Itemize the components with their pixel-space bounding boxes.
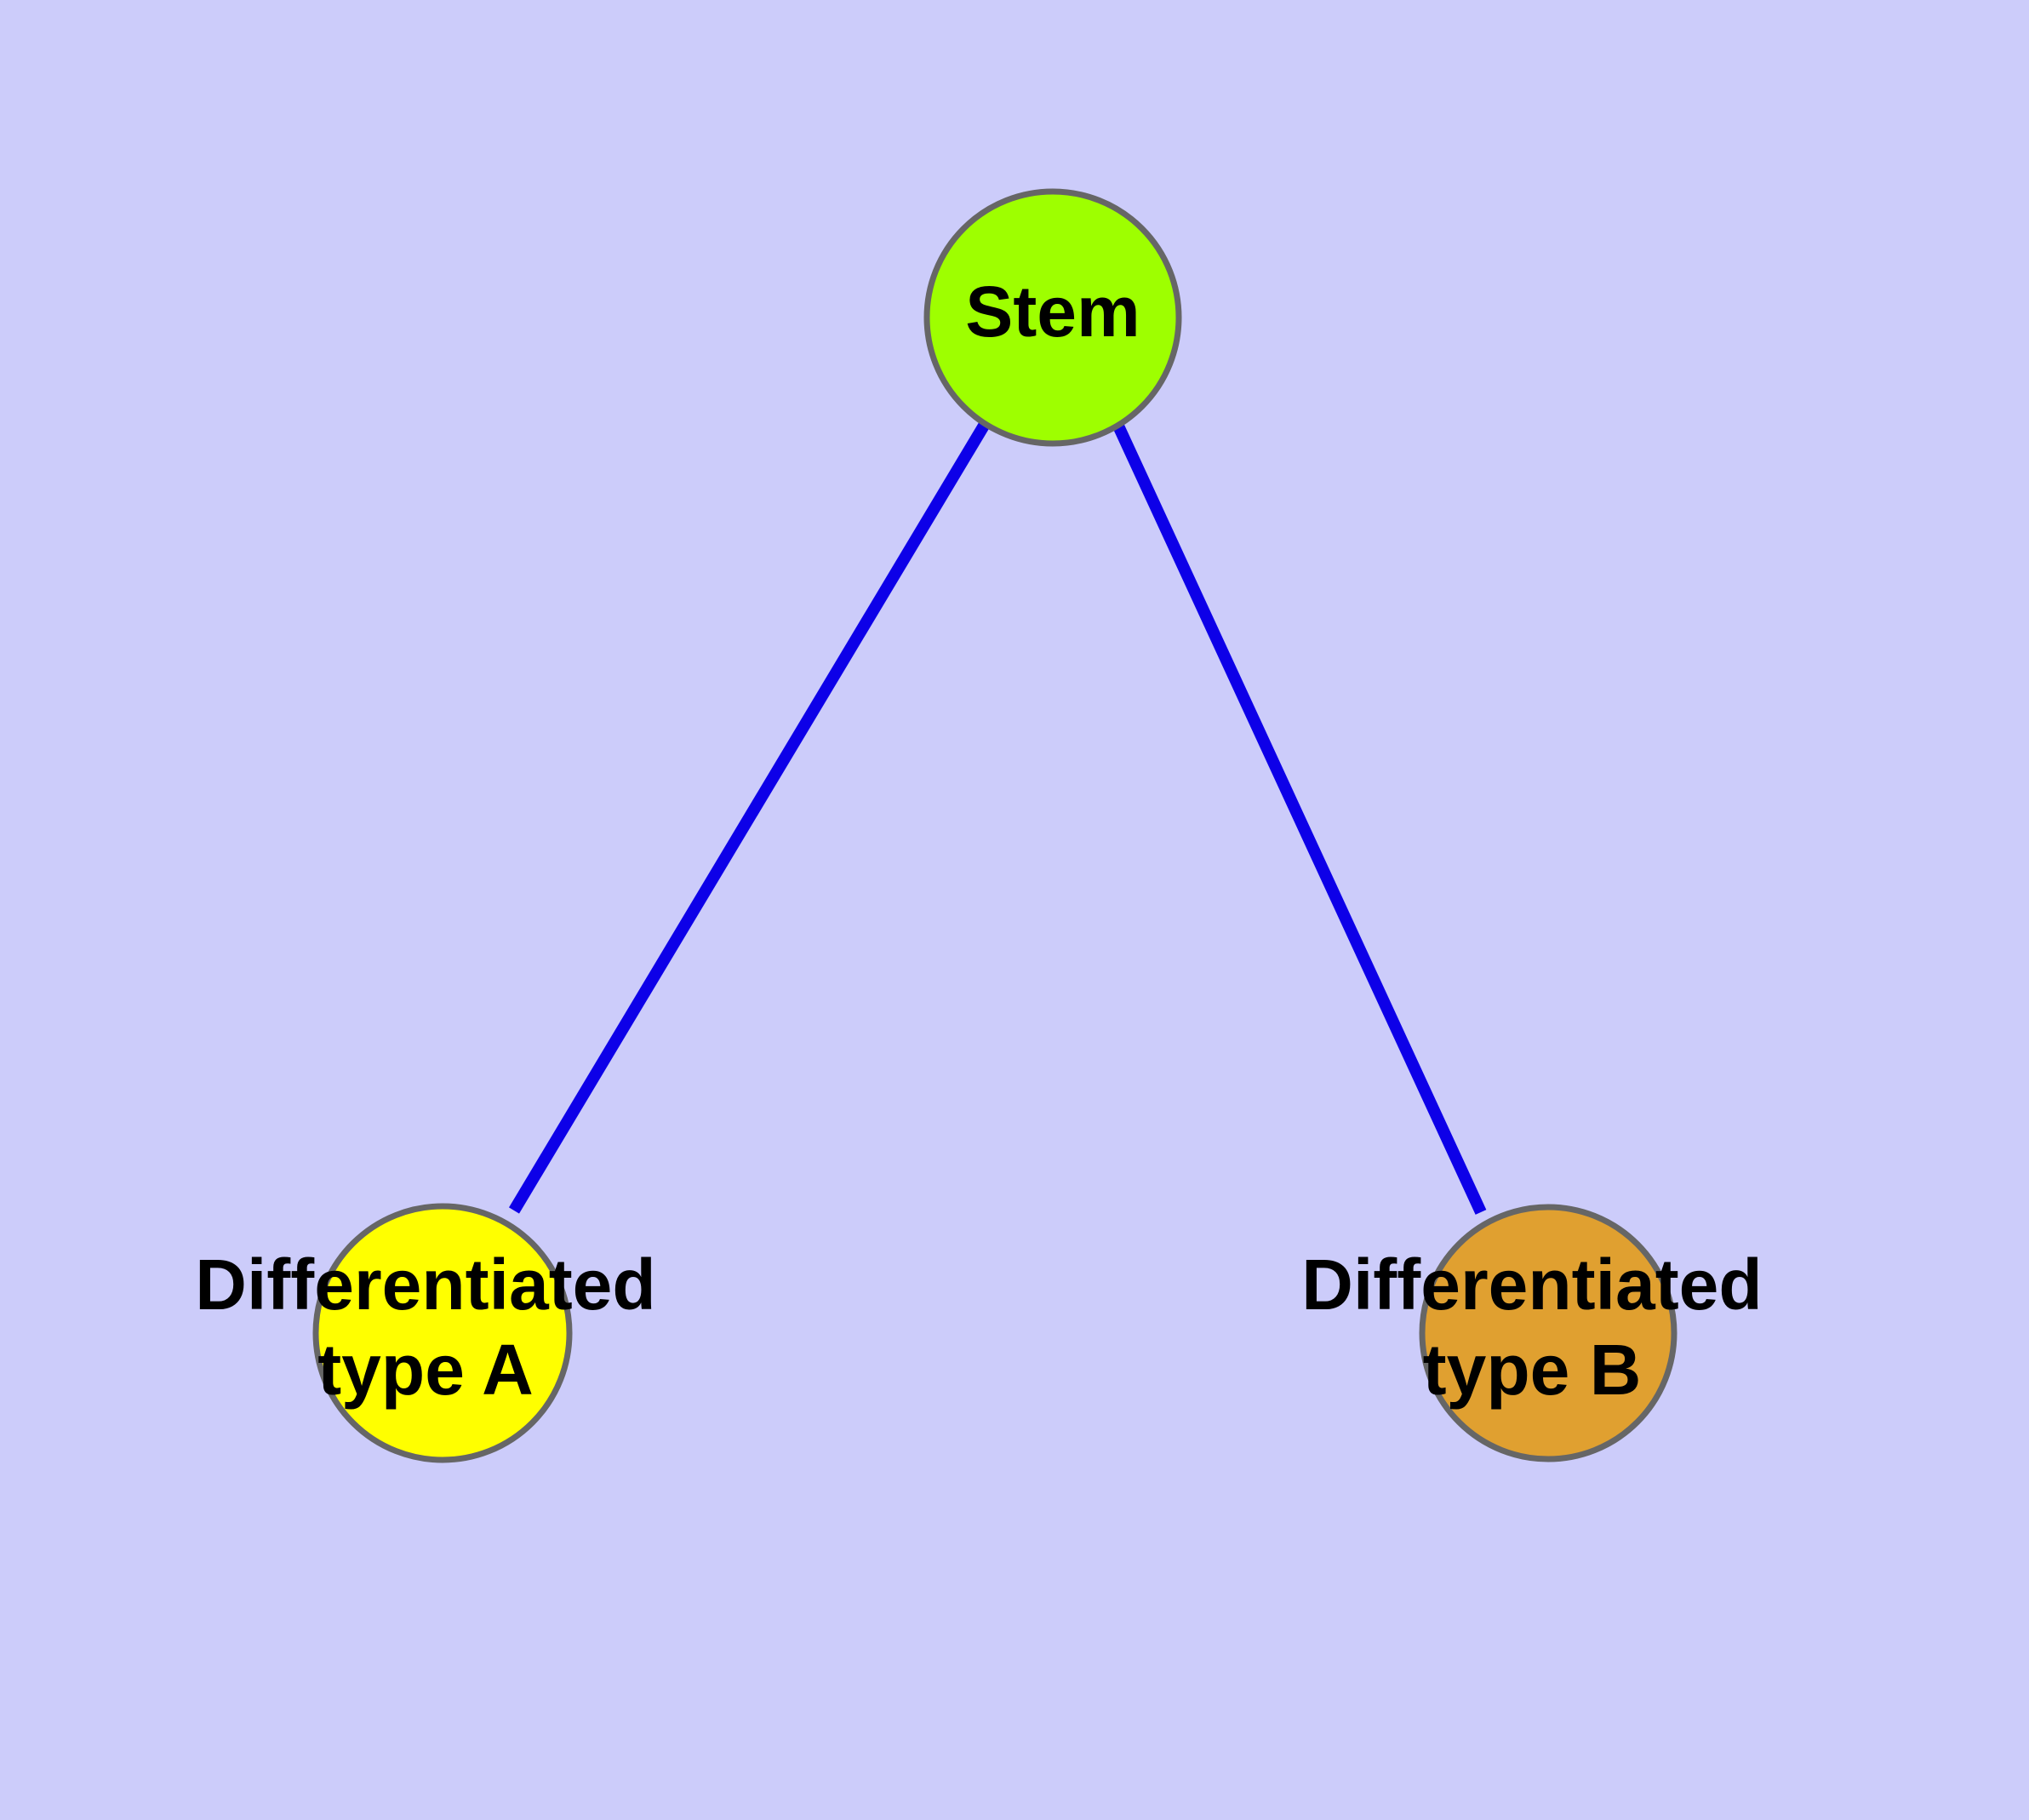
nodes-group xyxy=(312,188,1677,1463)
node-label-line: Differentiated xyxy=(1301,1245,1762,1325)
node-label-line: Differentiated xyxy=(195,1245,655,1325)
node-circle-stem[interactable] xyxy=(923,188,1182,447)
node-label-line: Stem xyxy=(965,272,1140,352)
node-circle-differentiated-type-a[interactable] xyxy=(312,1203,573,1463)
node-label-line: type B xyxy=(1423,1330,1642,1410)
node-circle-differentiated-type-b[interactable] xyxy=(1419,1204,1677,1462)
edge-stem-to-differentiated-type-a[interactable] xyxy=(508,422,990,1214)
edge-stem-to-differentiated-type-b[interactable] xyxy=(1111,420,1487,1215)
node-differentiated-type-b[interactable] xyxy=(1419,1204,1677,1462)
node-differentiated-type-a[interactable] xyxy=(312,1203,573,1463)
node-label-stem: Stem xyxy=(965,272,1140,352)
node-stem[interactable] xyxy=(923,188,1182,447)
node-label-line: type A xyxy=(317,1330,534,1410)
edges-group xyxy=(508,420,1487,1215)
